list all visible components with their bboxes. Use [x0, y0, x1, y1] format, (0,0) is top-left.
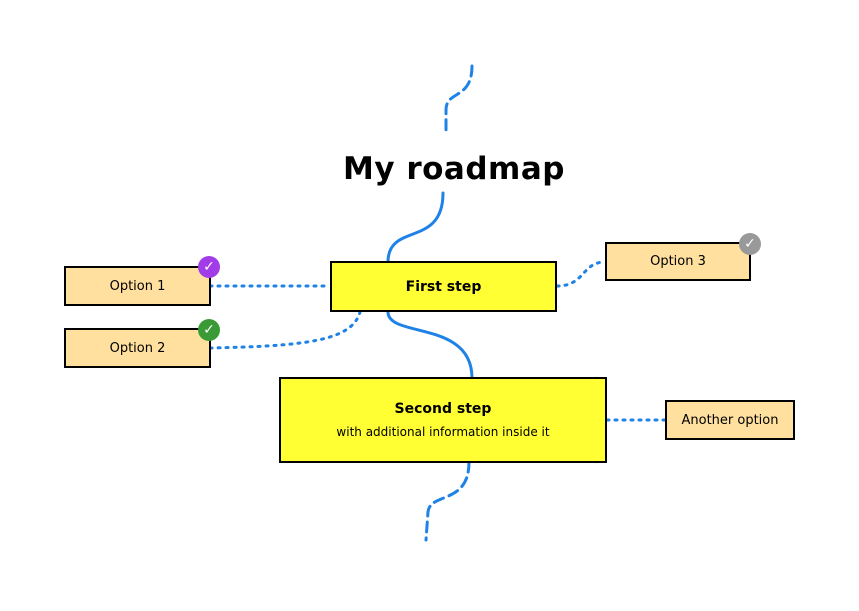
check-icon: ✓ — [198, 256, 220, 278]
option-box-1[interactable]: Option 1 — [64, 266, 211, 306]
option-box-2[interactable]: Option 2 — [64, 328, 211, 368]
option-box-another[interactable]: Another option — [665, 400, 795, 440]
check-icon: ✓ — [198, 319, 220, 341]
main-path-title-to-first-step — [386, 191, 445, 264]
step-box-second[interactable]: Second step with additional information … — [279, 377, 607, 463]
step-subtitle-second: with additional information inside it — [336, 425, 550, 439]
step-title-second: Second step — [394, 401, 492, 417]
option-label-another: Another option — [681, 412, 779, 428]
option-box-3[interactable]: Option 3 — [605, 242, 751, 281]
main-path-first-to-second-step — [386, 310, 474, 380]
option-label-3: Option 3 — [650, 254, 706, 269]
link-option-2 — [208, 310, 362, 350]
step-box-first[interactable]: First step — [330, 261, 557, 312]
diagram-title: My roadmap — [343, 151, 565, 187]
option-label-1: Option 1 — [109, 278, 166, 294]
option-label-2: Option 2 — [109, 340, 166, 356]
link-option-3 — [555, 260, 607, 288]
main-path-top-dashed — [444, 64, 474, 134]
step-title-first: First step — [405, 278, 482, 295]
check-icon: ✓ — [739, 233, 761, 255]
main-path-bottom-dashed — [424, 460, 471, 542]
